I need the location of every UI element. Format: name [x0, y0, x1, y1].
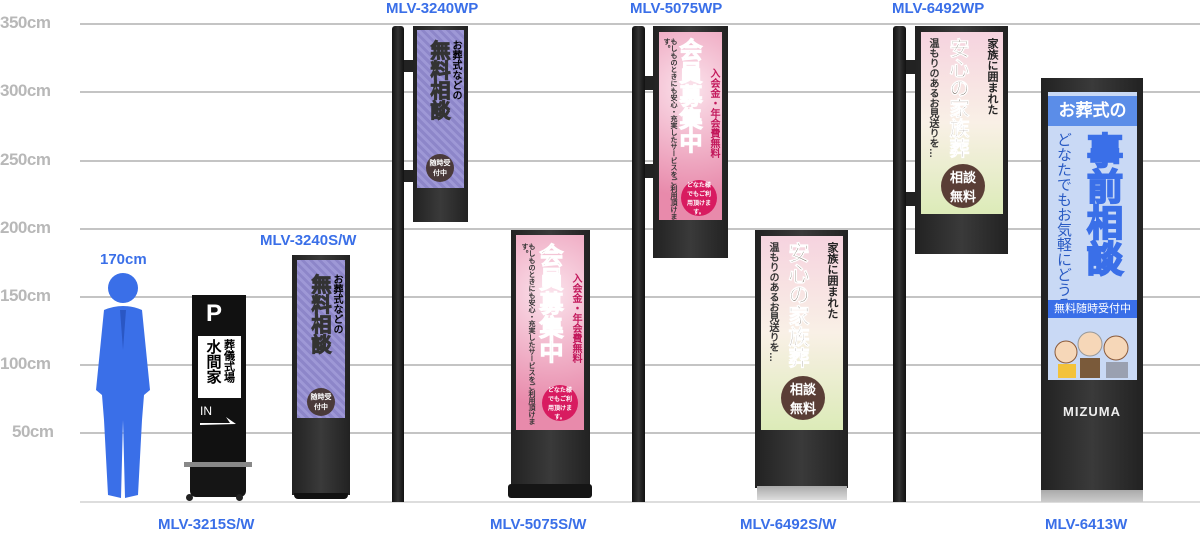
sign-small-text: お葬式などの: [331, 274, 342, 334]
person-silhouette-icon: [96, 273, 150, 498]
tick-label: 350cm: [0, 13, 51, 32]
model-label: MLV-3215S/W: [158, 516, 255, 533]
arrow-right-icon: [200, 417, 236, 425]
in-label: IN: [200, 404, 212, 418]
sign-small-text: お葬式などの: [450, 40, 461, 100]
tick-label: 300cm: [0, 81, 51, 100]
model-label: MLV-5075S/W: [490, 516, 587, 533]
sign-main-text: 無料相談: [308, 274, 331, 355]
tick-label: 100cm: [0, 354, 51, 373]
sign-badge: どなた様でもご利用頂けます。: [681, 180, 717, 216]
tick-label: 200cm: [0, 218, 51, 237]
parking-letter: P: [206, 300, 223, 327]
model-label: MLV-6492S/W: [740, 516, 837, 533]
model-label: MLV-6413W: [1045, 516, 1128, 533]
model-label: MLV-3240S/W: [260, 232, 357, 249]
sign-badge: どなた様でもご利用頂けます。: [542, 385, 578, 421]
sign-badge: 随時受付中: [426, 154, 454, 182]
model-label: MLV-3240WP: [386, 0, 479, 17]
sign-left-text: もしものときにも安心・充実したサービスをご利用頂けます。: [663, 38, 677, 220]
model-label: MLV-5075WP: [630, 0, 723, 17]
sign-small-text: 家族に囲まれた: [986, 38, 998, 115]
model-label: MLV-6492WP: [892, 0, 985, 17]
sign-badge: 相談無料: [781, 376, 825, 420]
sign-header: お葬式の: [1048, 96, 1137, 126]
sign-side-text: 入会金・年会費無料: [570, 273, 581, 363]
sign-main-text: 安心の家族葬: [946, 38, 969, 159]
sign-small-text: 家族に囲まれた: [826, 242, 838, 319]
brand-logo: MIZUMA: [1063, 404, 1121, 419]
sign-badge: 相談無料: [941, 164, 985, 208]
sign-left-text: もしものときにも安心・充実したサービスをご利用頂けます。: [521, 243, 535, 425]
sign-left-text: 温もりのあるお見送りを…: [927, 38, 938, 158]
sign-left-text: どなたでもお気軽にどうぞ。: [1055, 132, 1072, 327]
person-height-label: 170cm: [100, 251, 147, 268]
sign-main-text: 会員募集中: [676, 38, 703, 154]
sign-main-text: 会員募集中: [535, 243, 563, 364]
sign-main-text: 事前相談: [1081, 131, 1124, 277]
tick-label: 50cm: [12, 422, 54, 441]
sign-banner: 無料随時受付中: [1048, 300, 1137, 318]
baseline: [80, 501, 1200, 503]
sign-name: 水間家: [204, 339, 222, 384]
gridline-350: [80, 23, 1200, 25]
tick-label: 150cm: [0, 286, 51, 305]
sign-sub: 葬儀式場: [222, 339, 235, 383]
people-illustration-icon: [1054, 331, 1129, 378]
sign-badge: 随時受付中: [307, 388, 335, 416]
sign-left-text: 温もりのあるお見送りを…: [767, 242, 778, 362]
sign-main-text: 安心の家族葬: [786, 242, 810, 369]
sign-main-text: 無料相談: [427, 40, 450, 121]
tick-label: 250cm: [0, 150, 51, 169]
sign-side-text: 入会金・年会費無料: [708, 68, 719, 158]
